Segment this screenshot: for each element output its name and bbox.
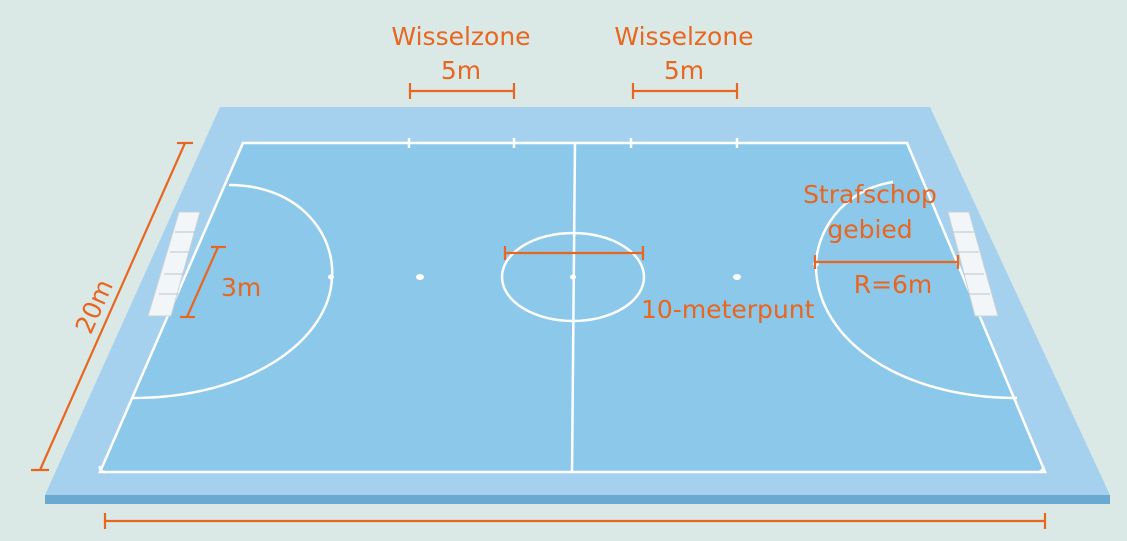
ten-meter-spot-label: 10-meterpunt [641, 295, 815, 324]
goal-net-icon [947, 211, 999, 317]
corner-arc [1038, 465, 1045, 474]
goal-width-dimension [185, 246, 220, 318]
dimension-lines [31, 83, 1047, 529]
goal-net-icon [147, 211, 201, 317]
right-penalty-arc [814, 180, 1018, 400]
halfway-line [570, 142, 577, 473]
center-spot [570, 274, 576, 280]
sub-zone-right-size: 5m [664, 56, 704, 85]
left-penalty-arc [132, 183, 334, 400]
width-dimension [38, 142, 187, 471]
penalty-area-label-1: Strafschop [803, 180, 937, 209]
corner-arc [98, 465, 107, 474]
boundary-line [98, 141, 1047, 474]
sub-zone-left-size: 5m [441, 56, 481, 85]
goal-width-label: 3m [221, 273, 261, 302]
penalty-area-label-2: gebied [827, 215, 912, 244]
left-ten-meter-spot [416, 274, 424, 280]
center-circle [500, 231, 646, 323]
sub-zone-right-title: Wisselzone [614, 22, 753, 51]
right-ten-meter-spot [733, 274, 741, 280]
sub-zone-left-title: Wisselzone [391, 22, 530, 51]
annotation-labels: Wisselzone 5m Wisselzone 5m 20m 3m Straf… [70, 22, 937, 338]
floor-edge [45, 495, 1110, 504]
left-penalty-spot [328, 274, 334, 280]
penalty-radius-label: R=6m [854, 270, 933, 299]
court-lines [98, 138, 1047, 474]
